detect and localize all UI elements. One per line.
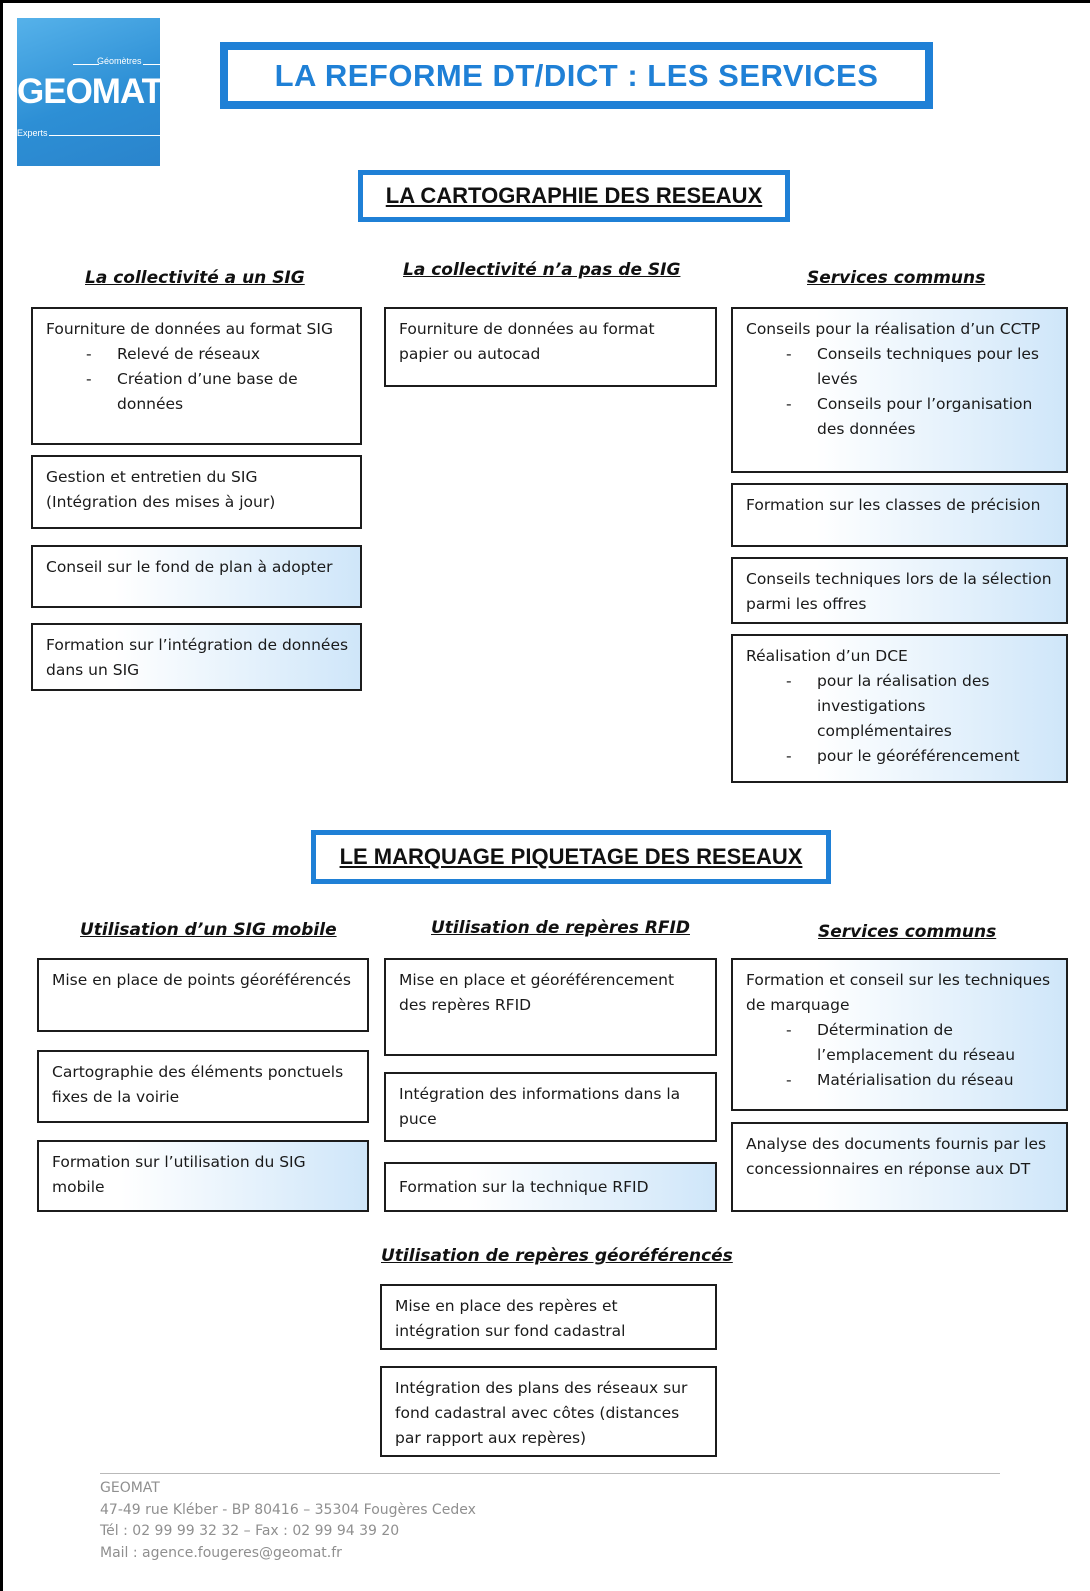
section-title-frame-cartographie: LA CARTOGRAPHIE DES RESEAUX	[358, 170, 790, 222]
service-text: Mise en place de points géoréférencés	[52, 971, 351, 989]
service-box: Gestion et entretien du SIG (Intégration…	[31, 455, 362, 529]
service-box: Conseils techniques lors de la sélection…	[731, 557, 1068, 624]
logo-name: GEOMAT	[17, 72, 160, 111]
column-heading: La collectivité n’a pas de SIG	[403, 260, 681, 280]
service-text: Réalisation d’un DCE	[746, 647, 908, 665]
service-box: Formation sur l’utilisation du SIG mobil…	[37, 1140, 369, 1212]
footer: GEOMAT 47-49 rue Kléber - BP 80416 – 353…	[100, 1478, 476, 1564]
logo-rule	[143, 64, 160, 65]
service-list-item: Conseils techniques pour les levés	[786, 342, 1056, 392]
service-list-item: Conseils pour l’organisation des données	[786, 392, 1056, 442]
service-box: Cartographie des éléments ponctuels fixe…	[37, 1050, 369, 1123]
service-text: Gestion et entretien du SIG (Intégration…	[46, 468, 276, 511]
section-title-marquage: LE MARQUAGE PIQUETAGE DES RESEAUX	[339, 844, 803, 869]
service-text: Intégration des informations dans la puc…	[399, 1085, 681, 1128]
logo-top-text: Géomètres	[97, 56, 142, 66]
service-text: Conseils techniques lors de la sélection…	[746, 570, 1052, 613]
footer-divider	[100, 1473, 1000, 1474]
service-list: pour la réalisation des investigations c…	[786, 669, 1056, 769]
column-heading: Utilisation d’un SIG mobile	[80, 920, 337, 940]
service-text: Formation sur l’utilisation du SIG mobil…	[52, 1153, 306, 1196]
section-title-cartographie: LA CARTOGRAPHIE DES RESEAUX	[385, 183, 763, 208]
service-text: Mise en place des repères et intégration…	[395, 1297, 626, 1340]
service-text: Formation sur les classes de précision	[746, 496, 1041, 514]
geomat-logo: Géomètres GEOMAT Experts	[17, 18, 160, 166]
page-title: LA REFORME DT/DICT : LES SERVICES	[274, 57, 879, 93]
service-list: Conseils techniques pour les levés Conse…	[786, 342, 1056, 442]
page-border-top	[0, 0, 1090, 3]
column-heading: Utilisation de repères géoréférencés	[381, 1246, 733, 1266]
service-text: Conseil sur le fond de plan à adopter	[46, 558, 333, 576]
service-list-item: Relevé de réseaux	[86, 342, 350, 367]
column-heading: La collectivité a un SIG	[85, 268, 305, 288]
service-text: Fourniture de données au format SIG	[46, 320, 333, 338]
column-heading: Utilisation de repères RFID	[431, 918, 690, 938]
service-text: Fourniture de données au format papier o…	[399, 320, 655, 363]
service-list-item: Matérialisation du réseau	[786, 1068, 1056, 1093]
service-list-item: pour le géoréférencement	[786, 744, 1056, 769]
section-title-frame-marquage: LE MARQUAGE PIQUETAGE DES RESEAUX	[311, 830, 831, 884]
logo-bottom-text: Experts	[17, 128, 48, 138]
service-box: Mise en place et géoréférencement des re…	[384, 958, 717, 1056]
service-box: Mise en place des repères et intégration…	[380, 1284, 717, 1350]
service-box: Analyse des documents fournis par les co…	[731, 1122, 1068, 1212]
service-box: Formation sur les classes de précision	[731, 483, 1068, 547]
footer-mail: Mail : agence.fougeres@geomat.fr	[100, 1544, 342, 1561]
service-text: Formation sur la technique RFID	[399, 1178, 649, 1196]
service-box: Formation sur la technique RFID	[384, 1162, 717, 1212]
service-text: Intégration des plans des réseaux sur fo…	[395, 1379, 688, 1447]
service-box: Intégration des plans des réseaux sur fo…	[380, 1366, 717, 1457]
service-box: Mise en place de points géoréférencés	[37, 958, 369, 1032]
service-text: Formation sur l’intégration de données d…	[46, 636, 349, 679]
logo-rule	[73, 64, 99, 65]
service-text: Conseils pour la réalisation d’un CCTP	[746, 320, 1041, 338]
service-box: Fourniture de données au format papier o…	[384, 307, 717, 387]
service-box: Conseils pour la réalisation d’un CCTP C…	[731, 307, 1068, 473]
page-title-frame: LA REFORME DT/DICT : LES SERVICES	[220, 42, 933, 109]
service-text: Formation et conseil sur les techniques …	[746, 971, 1051, 1014]
service-list: Relevé de réseaux Création d’une base de…	[86, 342, 350, 417]
service-box: Intégration des informations dans la puc…	[384, 1072, 717, 1142]
service-box: Fourniture de données au format SIG Rele…	[31, 307, 362, 445]
column-heading: Services communs	[807, 268, 986, 288]
footer-company: GEOMAT	[100, 1480, 160, 1496]
service-box: Formation et conseil sur les techniques …	[731, 958, 1068, 1111]
service-box: Conseil sur le fond de plan à adopter	[31, 545, 362, 608]
service-text: Mise en place et géoréférencement des re…	[399, 971, 675, 1014]
service-list-item: Création d’une base de données	[86, 367, 350, 417]
service-list-item: Détermination de l’emplacement du réseau	[786, 1018, 1056, 1068]
footer-phone: Tél : 02 99 99 32 32 – Fax : 02 99 94 39…	[100, 1523, 400, 1539]
footer-address: 47-49 rue Kléber - BP 80416 – 35304 Foug…	[100, 1501, 476, 1518]
service-text: Cartographie des éléments ponctuels fixe…	[52, 1063, 344, 1106]
column-heading: Services communs	[818, 922, 997, 942]
service-text: Analyse des documents fournis par les co…	[746, 1135, 1047, 1178]
page-border-left	[0, 0, 3, 1591]
service-box: Formation sur l’intégration de données d…	[31, 623, 362, 691]
logo-rule	[49, 135, 160, 136]
service-list: Détermination de l’emplacement du réseau…	[786, 1018, 1056, 1093]
service-list-item: pour la réalisation des investigations c…	[786, 669, 1056, 744]
service-box: Réalisation d’un DCE pour la réalisation…	[731, 634, 1068, 783]
